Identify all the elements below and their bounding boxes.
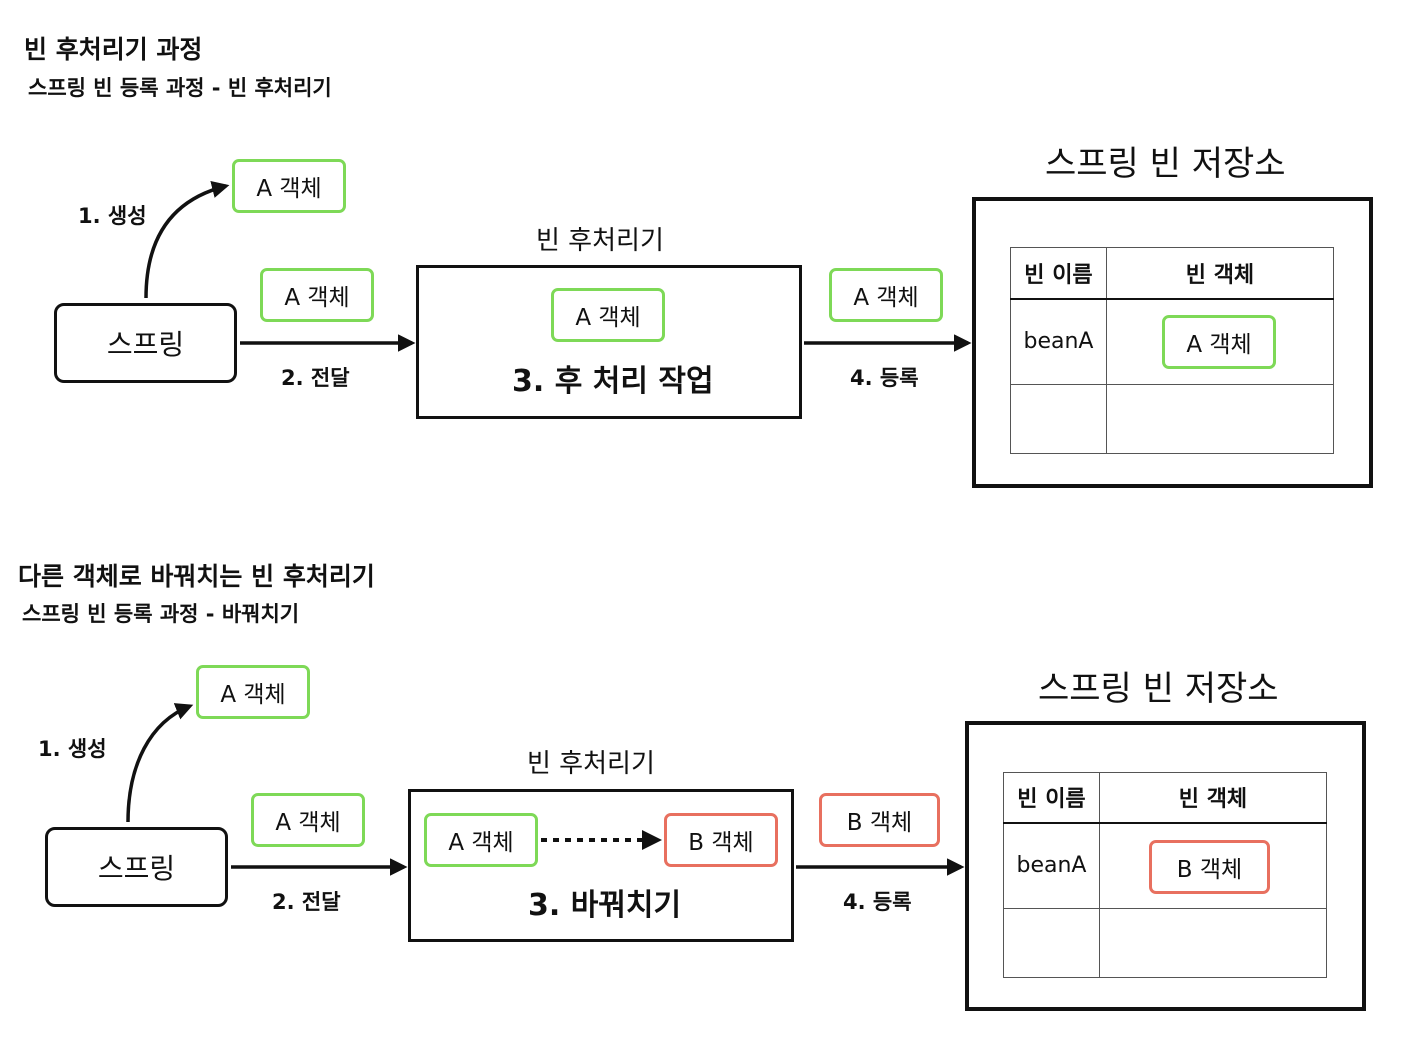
storage-title-2: 스프링 빈 저장소 (1038, 669, 1279, 709)
spring-box-2: 스프링 (45, 827, 228, 907)
stored-object-a: A 객체 (1162, 315, 1276, 369)
header-bean-name-2: 빈 이름 (1003, 772, 1100, 824)
cell-bean-name-2: beanA (1003, 822, 1100, 909)
section1-title: 빈 후처리기 과정 (24, 35, 203, 64)
created-object-a: A 객체 (232, 159, 346, 213)
spring-label: 스프링 (106, 328, 185, 361)
cell-bean-name: beanA (1010, 298, 1107, 385)
header-bean-object-2: 빈 객체 (1099, 772, 1327, 824)
empty-cell (1106, 384, 1334, 454)
empty-cell (1010, 384, 1107, 454)
passed-object-a-2: A 객체 (251, 793, 365, 847)
created-object-a-2: A 객체 (196, 665, 310, 719)
step4-label-2: 4. 등록 (843, 890, 912, 914)
processor-object-a-2: A 객체 (424, 813, 538, 867)
empty-cell (1099, 908, 1327, 978)
section1-subtitle: 스프링 빈 등록 과정 - 빈 후처리기 (28, 76, 332, 100)
section2-title: 다른 객체로 바꿔치는 빈 후처리기 (18, 562, 375, 591)
step1-label-2: 1. 생성 (38, 737, 107, 761)
processor-object-a: A 객체 (551, 288, 665, 342)
header-bean-name: 빈 이름 (1010, 247, 1107, 300)
header-bean-object: 빈 객체 (1106, 247, 1334, 300)
step2-label-2: 2. 전달 (272, 890, 341, 914)
step2-label: 2. 전달 (281, 366, 350, 390)
step1-label: 1. 생성 (78, 204, 147, 228)
step4-label: 4. 등록 (850, 366, 919, 390)
stored-object-b: B 객체 (1149, 840, 1270, 894)
registered-object-b: B 객체 (819, 793, 940, 847)
create-arrow-2 (126, 703, 194, 823)
spring-box: 스프링 (54, 303, 237, 383)
empty-cell (1003, 908, 1100, 978)
processor-title: 빈 후처리기 (536, 226, 664, 256)
processor-title-2: 빈 후처리기 (527, 749, 655, 779)
create-arrow (144, 180, 230, 299)
passed-object-a: A 객체 (260, 268, 374, 322)
spring-label-2: 스프링 (97, 852, 176, 885)
processor-step-label: 3. 후 처리 작업 (512, 364, 714, 399)
section2-subtitle: 스프링 빈 등록 과정 - 바꿔치기 (22, 602, 300, 626)
processor-step-label-2: 3. 바꿔치기 (528, 888, 682, 923)
storage-title: 스프링 빈 저장소 (1045, 144, 1286, 184)
registered-object-a: A 객체 (829, 268, 943, 322)
processor-object-b: B 객체 (664, 813, 778, 867)
